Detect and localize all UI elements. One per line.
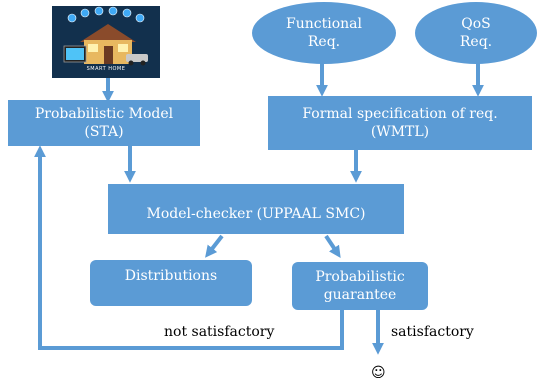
qos-req-node: QoS Req. [415,2,537,64]
smart-home-image: SMART HOME [52,6,160,78]
smiley-icon: ☺ [371,365,386,381]
distributions-label: Distributions [124,268,218,284]
functional-req-node: Functional Req. [252,2,396,64]
probabilistic-guarantee-line-1: Probabilistic [315,269,405,285]
satisfactory-label: satisfactory [391,324,474,340]
formal-specification-line-1: Formal specification of req. [302,106,498,122]
model-checker-label: Model-checker (UPPAAL SMC) [146,206,366,222]
probabilistic-model-line-2: (STA) [84,124,124,140]
feedback-not-satisfactory-path [34,145,344,350]
distributions-node: Distributions [90,260,252,306]
arrow-checker-to-guarantee [324,234,341,258]
smart-home-caption: SMART HOME [86,66,126,72]
arrow-checker-to-distributions [205,234,224,258]
probabilistic-model-line-1: Probabilistic Model [34,106,174,122]
functional-req-line-1: Functional [286,16,362,32]
probabilistic-guarantee-line-2: guarantee [323,287,397,303]
functional-req-line-2: Req. [307,34,341,50]
not-satisfactory-label: not satisfactory [164,324,275,340]
probabilistic-guarantee-node: Probabilistic guarantee [292,262,428,310]
formal-specification-line-2: (WMTL) [370,124,430,140]
qos-req-line-2: Req. [459,34,493,50]
probabilistic-model-node: Probabilistic Model (STA) [8,100,200,146]
qos-req-line-1: QoS [461,16,491,32]
model-checker-node: Model-checker (UPPAAL SMC) [108,184,404,234]
formal-specification-node: Formal specification of req. (WMTL) [268,96,532,150]
